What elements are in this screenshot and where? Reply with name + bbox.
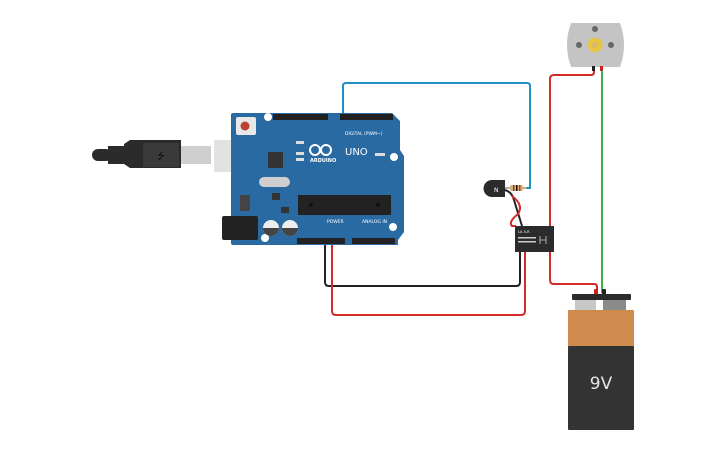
wire-relay-battery-red[interactable] — [549, 252, 598, 293]
analog-header — [352, 238, 395, 244]
power-header — [297, 238, 345, 244]
resistor[interactable] — [505, 185, 527, 191]
battery-9v[interactable]: 9V — [568, 289, 634, 430]
usb-cable[interactable]: ⭍ — [92, 140, 250, 172]
battery-label: 9V — [590, 374, 613, 394]
wire-transistor-loop-red[interactable] — [509, 195, 521, 227]
power-jack[interactable] — [222, 216, 258, 240]
atmega-chip — [298, 195, 391, 215]
wire-ground-black[interactable] — [324, 243, 521, 287]
dc-motor[interactable] — [567, 23, 624, 71]
wire-motor-relay-red[interactable] — [549, 68, 595, 226]
relay-label: LU-5-R — [518, 230, 530, 234]
wire-power-red-5v[interactable] — [331, 243, 526, 316]
wire-signal-blue[interactable] — [342, 82, 531, 189]
relay[interactable]: LU-5-R — [515, 226, 554, 252]
transistor-label: N — [494, 187, 499, 194]
npn-transistor[interactable]: N — [483, 180, 506, 197]
digital-header-left — [273, 114, 328, 120]
arduino-brand: ARDUINO — [310, 158, 336, 164]
analog-label: ANALOG IN — [362, 219, 387, 225]
wire-transistor-relay-black[interactable] — [504, 189, 523, 227]
arduino-model: UNO — [345, 147, 368, 158]
crystal — [259, 177, 290, 187]
digital-label: DIGITAL (PWM~) — [345, 131, 383, 137]
digital-header-right — [340, 114, 393, 120]
usb-icon: ⭍ — [157, 151, 165, 162]
arduino-uno-board[interactable]: DIGITAL (PWM~) ARDUINO UNO POWER ANALOG … — [222, 113, 404, 245]
power-label: POWER — [327, 219, 344, 225]
